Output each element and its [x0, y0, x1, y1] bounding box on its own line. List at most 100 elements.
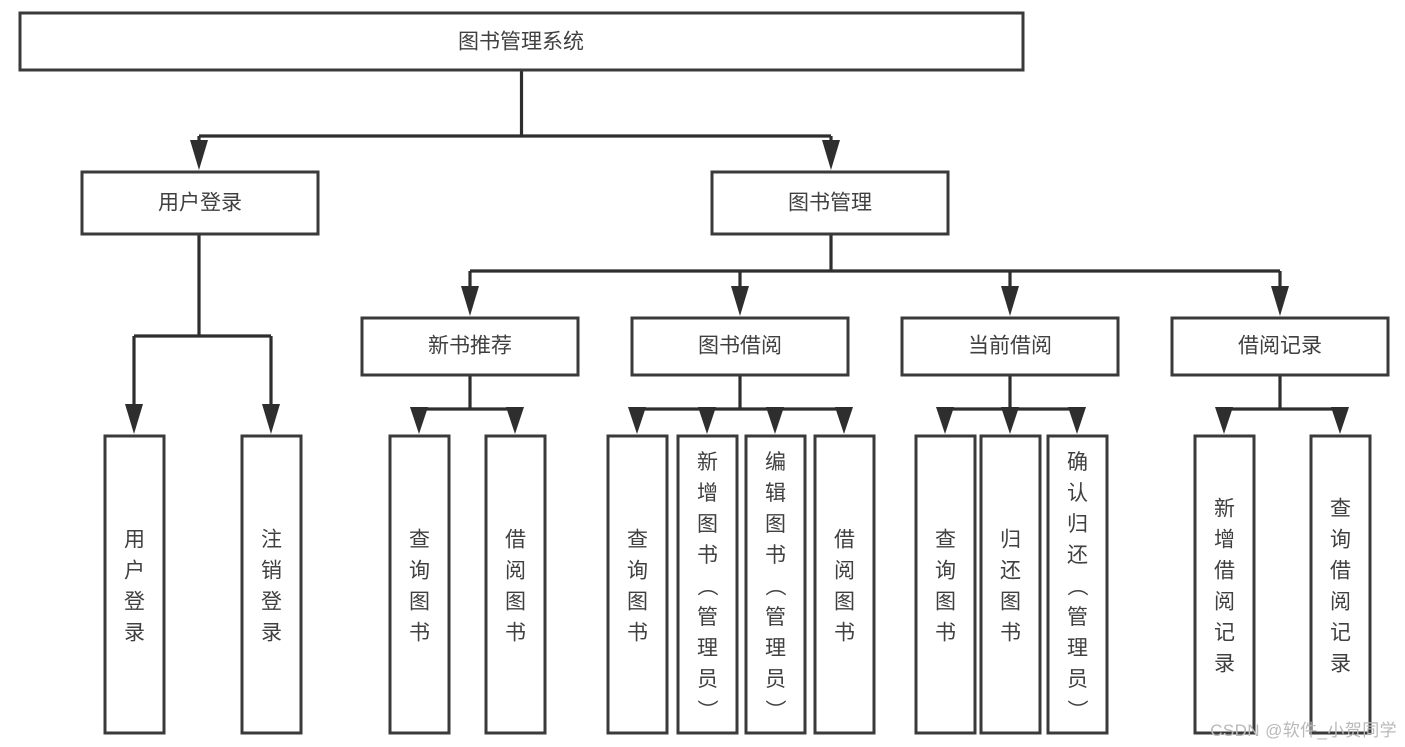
- leaf-query-borrow-record-char: 借: [1330, 560, 1351, 583]
- leaf-confirm-return-admin-char: （: [1065, 575, 1088, 596]
- leaf-query-book-1-char: 图: [409, 591, 430, 614]
- node-book-management-label: 图书管理: [788, 192, 872, 215]
- leaf-query-book-2-box[interactable]: [606, 434, 669, 735]
- leaf-query-book-2-char: 书: [627, 622, 648, 645]
- node-borrow-record-label: 借阅记录: [1238, 335, 1322, 358]
- leaf-return-book-char: 书: [1000, 622, 1021, 645]
- node-title-system[interactable]: 图书管理系统: [18, 11, 1025, 72]
- leaf-add-book-admin-char: 图: [697, 513, 718, 536]
- node-user-login-label: 用户登录: [158, 192, 242, 215]
- watermark-text: CSDN @软件_小贺同学: [1210, 721, 1397, 740]
- leaf-query-book-3-char: 书: [935, 622, 956, 645]
- leaf-confirm-return-admin-char: 理: [1067, 637, 1088, 660]
- leaf-edit-book-admin-char: （: [763, 575, 786, 596]
- leaf-return-book-char: 归: [1000, 529, 1021, 552]
- arrow-head-leaf-query-book-1: [410, 407, 428, 434]
- connector-layer: [125, 70, 1349, 434]
- arrow-head-leaf-add-borrow-record: [1215, 407, 1233, 434]
- leaf-user-login-char: 登: [124, 591, 145, 614]
- arrow-head-leaf-query-borrow-record: [1331, 407, 1349, 434]
- node-current-borrow-label: 当前借阅: [968, 335, 1052, 358]
- leaf-borrow-book-1-char: 图: [505, 591, 526, 614]
- leaf-user-login-label: 用户登录: [124, 529, 145, 645]
- node-new-book-recommend-box[interactable]: [360, 316, 580, 377]
- leaf-add-book-admin-char: 员: [697, 668, 718, 691]
- leaf-add-borrow-record-char: 记: [1214, 622, 1235, 645]
- node-book-borrow[interactable]: 图书借阅: [630, 316, 850, 377]
- arrow-head-user-login: [190, 140, 208, 170]
- arrow-head-leaf-edit-book-admin: [766, 407, 784, 434]
- node-book-management[interactable]: 图书管理: [710, 170, 950, 236]
- leaf-return-book-char: 还: [1000, 560, 1021, 583]
- arrow-head-leaf-return-book: [1001, 407, 1019, 434]
- arrow-head-borrow-record: [1271, 286, 1289, 316]
- node-borrow-record[interactable]: 借阅记录: [1170, 316, 1390, 377]
- leaf-add-borrow-record-char: 增: [1214, 529, 1235, 552]
- leaf-edit-book-admin-char: 理: [765, 637, 786, 660]
- leaf-add-book-admin-char: （: [695, 575, 718, 596]
- node-book-management-box[interactable]: [710, 170, 950, 236]
- leaf-user-login-box[interactable]: [103, 434, 166, 735]
- leaf-query-borrow-record-box[interactable]: [1309, 434, 1372, 735]
- node-user-login[interactable]: 用户登录: [80, 170, 320, 236]
- node-borrow-record-box[interactable]: [1170, 316, 1390, 377]
- node-title-system-box[interactable]: [18, 11, 1025, 72]
- leaf-confirm-return-admin-char: 归: [1067, 513, 1088, 536]
- leaf-edit-book-admin-char: ）: [763, 699, 786, 720]
- node-new-book-recommend[interactable]: 新书推荐: [360, 316, 580, 377]
- arrow-head-leaf-logout-login: [262, 404, 280, 434]
- leaf-logout-login-char: 录: [261, 622, 282, 645]
- leaf-edit-book-admin-char: 书: [765, 544, 786, 567]
- leaf-add-borrow-record-box[interactable]: [1193, 434, 1256, 735]
- leaf-node-group: [103, 434, 1372, 735]
- leaf-add-borrow-record-char: 新: [1214, 498, 1235, 521]
- node-current-borrow[interactable]: 当前借阅: [900, 316, 1120, 377]
- leaf-add-book-admin-char: 管: [697, 606, 718, 629]
- arrow-head-leaf-query-book-3: [936, 407, 954, 434]
- node-current-borrow-box[interactable]: [900, 316, 1120, 377]
- leaf-edit-book-admin-char: 编: [765, 451, 786, 474]
- leaf-confirm-return-admin-char: ）: [1065, 699, 1088, 720]
- node-book-borrow-box[interactable]: [630, 316, 850, 377]
- node-user-login-box[interactable]: [80, 170, 320, 236]
- leaf-query-book-3-box[interactable]: [914, 434, 977, 735]
- leaf-edit-book-admin-char: 员: [765, 668, 786, 691]
- leaf-user-login-char: 户: [124, 560, 145, 583]
- leaf-add-borrow-record-char: 录: [1214, 653, 1235, 676]
- leaf-add-book-admin-box[interactable]: [676, 434, 739, 735]
- arrow-head-book-borrow: [731, 286, 749, 316]
- leaf-query-book-2-char: 图: [627, 591, 648, 614]
- leaf-borrow-book-2-char: 图: [834, 591, 855, 614]
- leaf-query-book-2-char: 询: [627, 560, 648, 583]
- leaf-borrow-book-2-box[interactable]: [813, 434, 876, 735]
- leaf-borrow-book-2-char: 阅: [834, 560, 855, 583]
- leaf-borrow-book-1-box[interactable]: [484, 434, 547, 735]
- leaf-edit-book-admin-char: 图: [765, 513, 786, 536]
- leaf-add-borrow-record-char: 阅: [1214, 591, 1235, 614]
- leaf-query-book-3-char: 查: [935, 529, 956, 552]
- leaf-add-book-admin-char: ）: [695, 699, 718, 720]
- arrow-head-leaf-user-login: [125, 404, 143, 434]
- leaf-logout-login-char: 注: [261, 529, 282, 552]
- arrow-head-leaf-borrow-book-2: [835, 407, 853, 434]
- leaf-query-borrow-record-char: 查: [1330, 498, 1351, 521]
- leaf-query-book-1-box[interactable]: [388, 434, 451, 735]
- leaf-edit-book-admin-box[interactable]: [744, 434, 807, 735]
- leaf-borrow-book-2-char: 书: [834, 622, 855, 645]
- node-title-system-label: 图书管理系统: [458, 31, 584, 54]
- leaf-logout-login-box[interactable]: [240, 434, 303, 735]
- leaf-return-book-box[interactable]: [979, 434, 1042, 735]
- arrow-head-leaf-confirm-return-admin: [1068, 407, 1086, 434]
- leaf-query-book-1-char: 书: [409, 622, 430, 645]
- leaf-confirm-return-admin-box[interactable]: [1046, 434, 1109, 735]
- leaf-add-book-admin-char: 增: [697, 482, 718, 505]
- arrow-head-leaf-add-book-admin: [698, 407, 716, 434]
